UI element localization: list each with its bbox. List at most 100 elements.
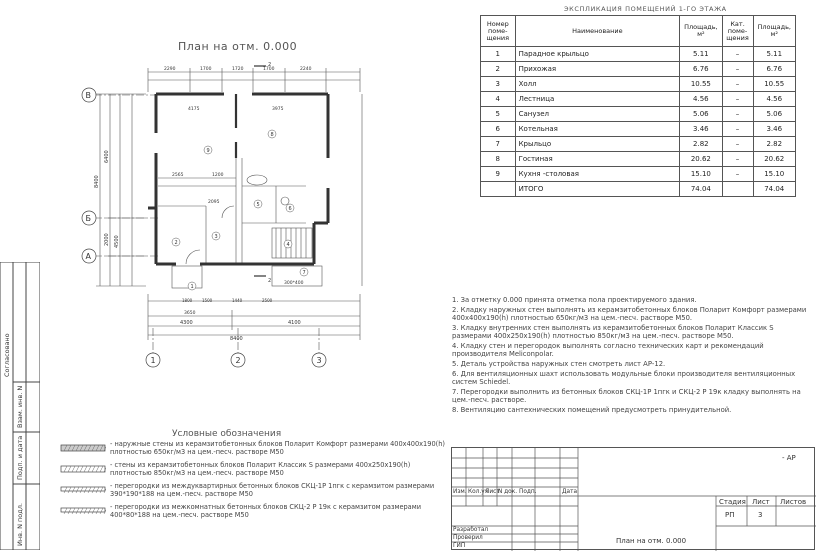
- dim-left-1: 8400: [94, 175, 100, 188]
- cell-cat: –: [721, 121, 754, 137]
- cell-num: 6: [480, 121, 516, 137]
- stamp-col-date: Дата: [562, 489, 578, 495]
- cell-area: 4.56: [679, 91, 723, 107]
- cell-num: 8: [480, 151, 516, 167]
- stamp-role-check: Проверил: [453, 535, 483, 541]
- room-6: 6: [289, 206, 292, 212]
- cell-num: 2: [480, 61, 516, 77]
- col-area2: Площадь, м²: [752, 15, 796, 47]
- cell-area2: 20.62: [752, 151, 796, 167]
- cell-num: 7: [480, 136, 516, 152]
- cell-area: 20.62: [679, 151, 723, 167]
- dim-top-1: 2290: [164, 66, 176, 72]
- legend-row: - наружные стены из керамзитобетонных бл…: [60, 440, 445, 456]
- dim-bottom-4: 8400: [230, 336, 243, 342]
- room-1: 1: [191, 284, 194, 290]
- cell-area2: 5.11: [752, 46, 796, 62]
- col-area: Площадь, м²: [679, 15, 723, 47]
- cell-cat: –: [721, 46, 754, 62]
- dim-bottom-3: 4100: [288, 320, 301, 326]
- room-5: 5: [257, 202, 260, 208]
- axis-a: А: [86, 252, 92, 261]
- stamp-role-gip: ГИП: [453, 543, 466, 549]
- legend-swatch: [60, 444, 106, 452]
- note-item: 7. Перегородки выполнить из бетонных бло…: [452, 387, 801, 405]
- cell-area2: 4.56: [752, 91, 796, 107]
- axis-b: Б: [86, 214, 92, 223]
- legend-text: - перегородки из междуквартирных бетонны…: [110, 482, 435, 498]
- stamp-col-ndoc: N док.: [498, 489, 518, 495]
- dim-inner-4: 2095: [208, 199, 220, 205]
- cell-name: Котельная: [514, 121, 681, 137]
- note-item: 8. Вентиляцию сантехнических помещений п…: [452, 406, 732, 415]
- cell-area2: 3.46: [752, 121, 796, 137]
- stamp-sheet-name: План на отм. 0.000: [616, 537, 687, 545]
- porch-dim: 300*400: [284, 280, 304, 286]
- cell-name: Крыльцо: [514, 136, 681, 152]
- legend-text: - наружные стены из керамзитобетонных бл…: [110, 440, 445, 456]
- floor-plan: В Б А 1 2 3 2290 1700 1720 1700 2240 365…: [81, 62, 363, 368]
- col-name: Наименование: [514, 15, 681, 47]
- room-3: 3: [215, 234, 218, 240]
- dim-left-3: 4500: [114, 235, 120, 248]
- legend-swatch: [60, 486, 106, 494]
- cell-area2: 5.06: [752, 106, 796, 122]
- cell-cat: [721, 181, 754, 197]
- dim-inner-7: 1500: [202, 298, 213, 303]
- cell-area2: 6.76: [752, 61, 796, 77]
- explication-table: Номер поме- щения Наименование Площадь, …: [480, 15, 796, 197]
- cell-name: Гостиная: [514, 151, 681, 167]
- cell-area2: 74.04: [752, 181, 796, 197]
- col-cat: Кат. поме- щения: [721, 15, 754, 47]
- dim-bottom-2: 4300: [180, 320, 193, 326]
- cell-area: 5.06: [679, 106, 723, 122]
- explication-title: ЭКСПЛИКАЦИЯ ПОМЕЩЕНИЙ 1-ГО ЭТАЖА: [564, 5, 727, 13]
- side-label-replace: Взам. инв. N: [16, 386, 24, 428]
- axis-v: В: [86, 91, 92, 100]
- stamp-col-kol: Кол.уч: [468, 489, 489, 495]
- dim-bottom-1: 3650: [184, 310, 196, 316]
- legend-row: - перегородки из междуквартирных бетонны…: [60, 482, 445, 498]
- cell-name: Санузел: [514, 106, 681, 122]
- stamp-sheet: 3: [758, 511, 763, 519]
- legend-row: - стены из керамзитобетонных блоков Пола…: [60, 461, 445, 477]
- stamp-sheets-header: Листов: [780, 498, 807, 506]
- dim-left-4: 2000: [104, 233, 110, 246]
- legend-row: - перегородки из межкомнатных бетонных б…: [60, 503, 445, 519]
- stamp-col-izm: Изм.: [453, 489, 467, 495]
- legend-block: - наружные стены из керамзитобетонных бл…: [60, 440, 445, 524]
- dim-left-2: 6400: [104, 150, 110, 163]
- room-9: 9: [207, 148, 210, 154]
- cell-num: 1: [480, 46, 516, 62]
- title-stamp: - АР Изм. Кол.уч Лист N док. Подп. Дата …: [451, 447, 816, 551]
- cell-name: ИТОГО: [514, 181, 681, 197]
- cell-cat: –: [721, 136, 754, 152]
- cell-cat: –: [721, 166, 754, 182]
- cell-cat: –: [721, 106, 754, 122]
- cell-area: 5.11: [679, 46, 723, 62]
- cell-num: 9: [480, 166, 516, 182]
- cell-area: 6.76: [679, 61, 723, 77]
- side-label-agreed: Согласовано: [3, 333, 11, 377]
- stamp-col-podp: Подп.: [519, 489, 537, 495]
- dim-inner-8: 1440: [232, 298, 243, 303]
- room-8: 8: [271, 132, 274, 138]
- dim-top-3: 1720: [232, 66, 244, 72]
- cell-name: Холл: [514, 76, 681, 92]
- side-label-inv: Инв. N подл.: [16, 503, 24, 546]
- side-label-sign: Подп. и дата: [16, 436, 24, 480]
- note-item: 2. Кладку наружных стен выполнять из кер…: [452, 305, 807, 323]
- legend-swatch: [60, 507, 106, 515]
- cell-cat: –: [721, 151, 754, 167]
- stamp-stage-header: Стадия: [719, 498, 746, 506]
- side-strip: Согласовано Взам. инв. N Подп. и дата Ин…: [0, 262, 40, 550]
- axis-1: 1: [151, 356, 156, 365]
- cell-num: 3: [480, 76, 516, 92]
